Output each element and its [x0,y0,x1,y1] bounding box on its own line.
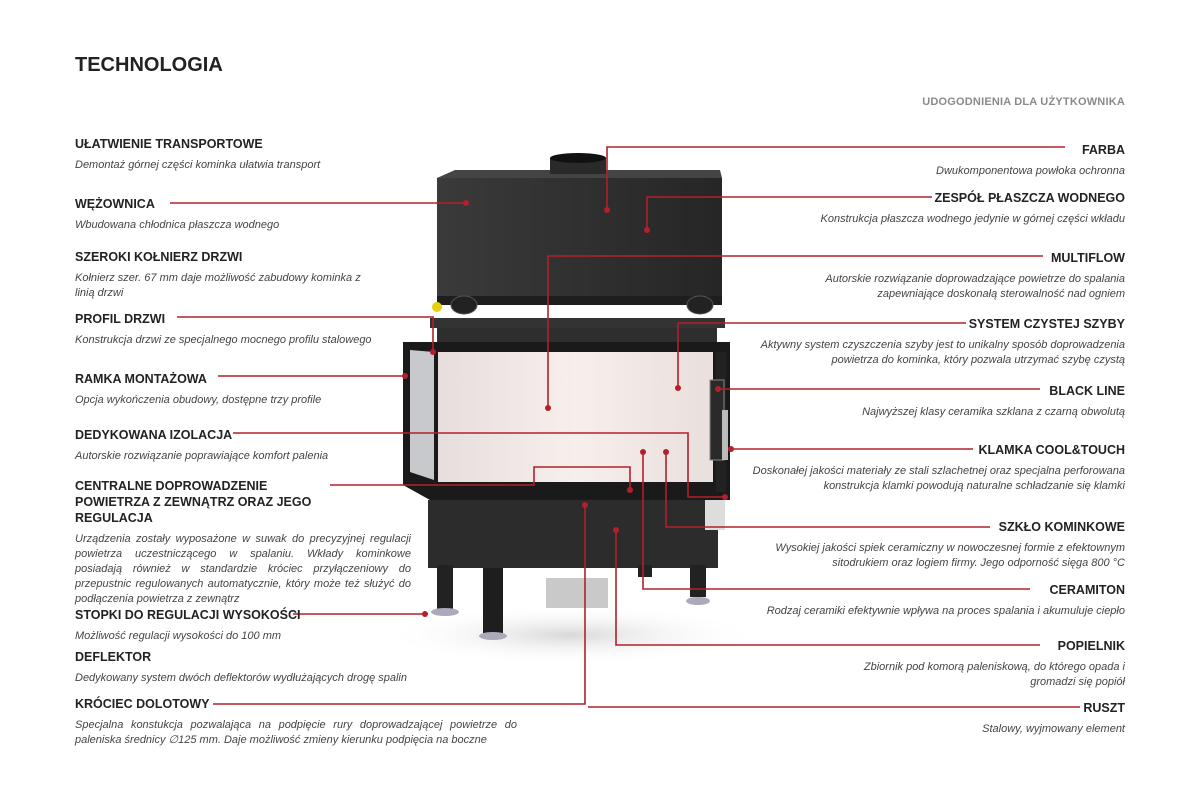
feature-text: Urządzenia zostały wyposażone w suwak do… [75,533,411,605]
feature-text: Możliwość regulacji wysokości do 100 mm [75,630,282,642]
feature-klamka: KLAMKA COOL&TOUCH Doskonałej jakości mat… [730,442,1125,494]
feature-text: Autorskie rozwiązanie doprowadzające pow… [825,273,1125,300]
feature-text: Autorskie rozwiązanie poprawiające komfo… [75,450,329,462]
feature-czysta-szyba: SYSTEM CZYSTEJ SZYBY Aktywny system czys… [730,316,1125,368]
feature-text: Aktywny system czyszczenia szyby jest to… [760,339,1125,366]
floor-shadow [380,605,760,665]
feature-ceramiton: CERAMITON Rodzaj ceramiki efektywnie wpł… [725,582,1125,619]
feature-kolnierz: SZEROKI KOŁNIERZ DRZWI Kołnierz szer. 67… [75,249,375,301]
feature-black-line: BLACK LINE Najwyższej klasy ceramika szk… [795,383,1125,420]
feature-profil-drzwi: PROFIL DRZWI Konstrukcja drzwi ze specja… [75,311,375,348]
feature-text: Dedykowany system dwóch deflektorów wydł… [75,672,407,684]
ash-pan-base [428,500,725,640]
feature-zespol-plaszcza: ZESPÓŁ PŁASZCZA WODNEGO Konstrukcja płas… [785,190,1126,227]
feature-centralne-powietrze: CENTRALNE DOPROWADZENIE POWIETRZA Z ZEWN… [75,478,411,607]
feature-text: Dwukomponentowa powłoka ochronna [936,165,1125,177]
feature-text: Specjalna konstukcja pozwalająca na podp… [75,719,517,746]
feature-popielnik: POPIELNIK Zbiornik pod komorą paleniskow… [845,638,1125,690]
feature-text: Stalowy, wyjmowany element [982,723,1125,735]
callout-dots [402,200,734,617]
feature-text: Konstrukcja płaszcza wodnego jedynie w g… [820,213,1126,225]
feature-heading: WĘŻOWNICA [75,197,155,211]
feature-text: Wysokiej jakości spiek ceramiczny w nowo… [775,542,1125,569]
feature-text: Opcja wykończenia obudowy, dostępne trzy… [75,394,322,406]
feature-krociec: KRÓCIEC DOLOTOWY Specjalna konstukcja po… [75,696,517,748]
water-jacket-top [432,153,722,315]
feature-heading: MULTIFLOW [1050,251,1125,265]
feature-heading: DEDYKOWANA IZOLACJA [75,428,233,442]
feature-heading: KRÓCIEC DOLOTOWY [75,697,210,711]
feature-transport: UŁATWIENIE TRANSPORTOWE Demontaż górnej … [75,136,375,173]
feature-stopki: STOPKI DO REGULACJI WYSOKOŚCI Możliwość … [75,607,375,644]
feature-heading: RAMKA MONTAŻOWA [75,372,207,386]
feature-text: Rodzaj ceramiki efektywnie wpływa na pro… [766,605,1125,617]
feature-heading: FARBA [1081,143,1125,157]
feature-heading: UŁATWIENIE TRANSPORTOWE [75,137,263,151]
feature-heading: BLACK LINE [1049,384,1125,398]
page-subtitle: UDOGODNIENIA DLA UŻYTKOWNIKA [922,96,1125,108]
feature-heading: SZEROKI KOŁNIERZ DRZWI [75,250,243,264]
feature-heading: DEFLEKTOR [75,650,152,664]
feature-wezownica: WĘŻOWNICA Wbudowana chłodnica płaszcza w… [75,196,375,233]
feature-text: Zbiornik pod komorą paleniskową, do któr… [863,661,1125,688]
feature-izolacja: DEDYKOWANA IZOLACJA Autorskie rozwiązani… [75,427,375,464]
feature-text: Wbudowana chłodnica płaszcza wodnego [75,219,280,231]
feature-heading: CERAMITON [1049,583,1125,597]
feature-heading: POPIELNIK [1057,639,1125,653]
feature-heading: SZKŁO KOMINKOWE [998,520,1125,534]
feature-heading: KLAMKA COOL&TOUCH [978,443,1125,457]
feature-heading: PROFIL DRZWI [75,312,166,326]
feature-farba: FARBA Dwukomponentowa powłoka ochronna [805,142,1125,179]
feature-heading: CENTRALNE DOPROWADZENIE POWIETRZA Z ZEWN… [75,479,312,525]
feature-multiflow: MULTIFLOW Autorskie rozwiązanie doprowad… [795,250,1125,302]
feature-heading: RUSZT [1083,701,1125,715]
feature-heading: ZESPÓŁ PŁASZCZA WODNEGO [934,191,1125,205]
feature-text: Kołnierz szer. 67 mm daje możliwość zabu… [75,272,361,299]
feature-heading: STOPKI DO REGULACJI WYSOKOŚCI [75,608,301,622]
callout-lines [170,146,1080,708]
feature-ruszt: RUSZT Stalowy, wyjmowany element [845,700,1125,737]
page-title: TECHNOLOGIA [75,54,223,76]
feature-szklo: SZKŁO KOMINKOWE Wysokiej jakości spiek c… [745,519,1125,571]
feature-text: Doskonałej jakości materiały ze stali sz… [752,465,1125,492]
glass-door [403,342,730,500]
feature-text: Demontaż górnej części kominka ułatwia t… [75,159,321,171]
feature-heading: SYSTEM CZYSTEJ SZYBY [968,317,1125,331]
feature-ramka: RAMKA MONTAŻOWA Opcja wykończenia obudow… [75,371,375,408]
feature-deflektor: DEFLEKTOR Dedykowany system dwóch deflek… [75,649,475,686]
feature-text: Najwyższej klasy ceramika szklana z czar… [862,406,1125,418]
feature-text: Konstrukcja drzwi ze specjalnego mocnego… [75,334,372,346]
